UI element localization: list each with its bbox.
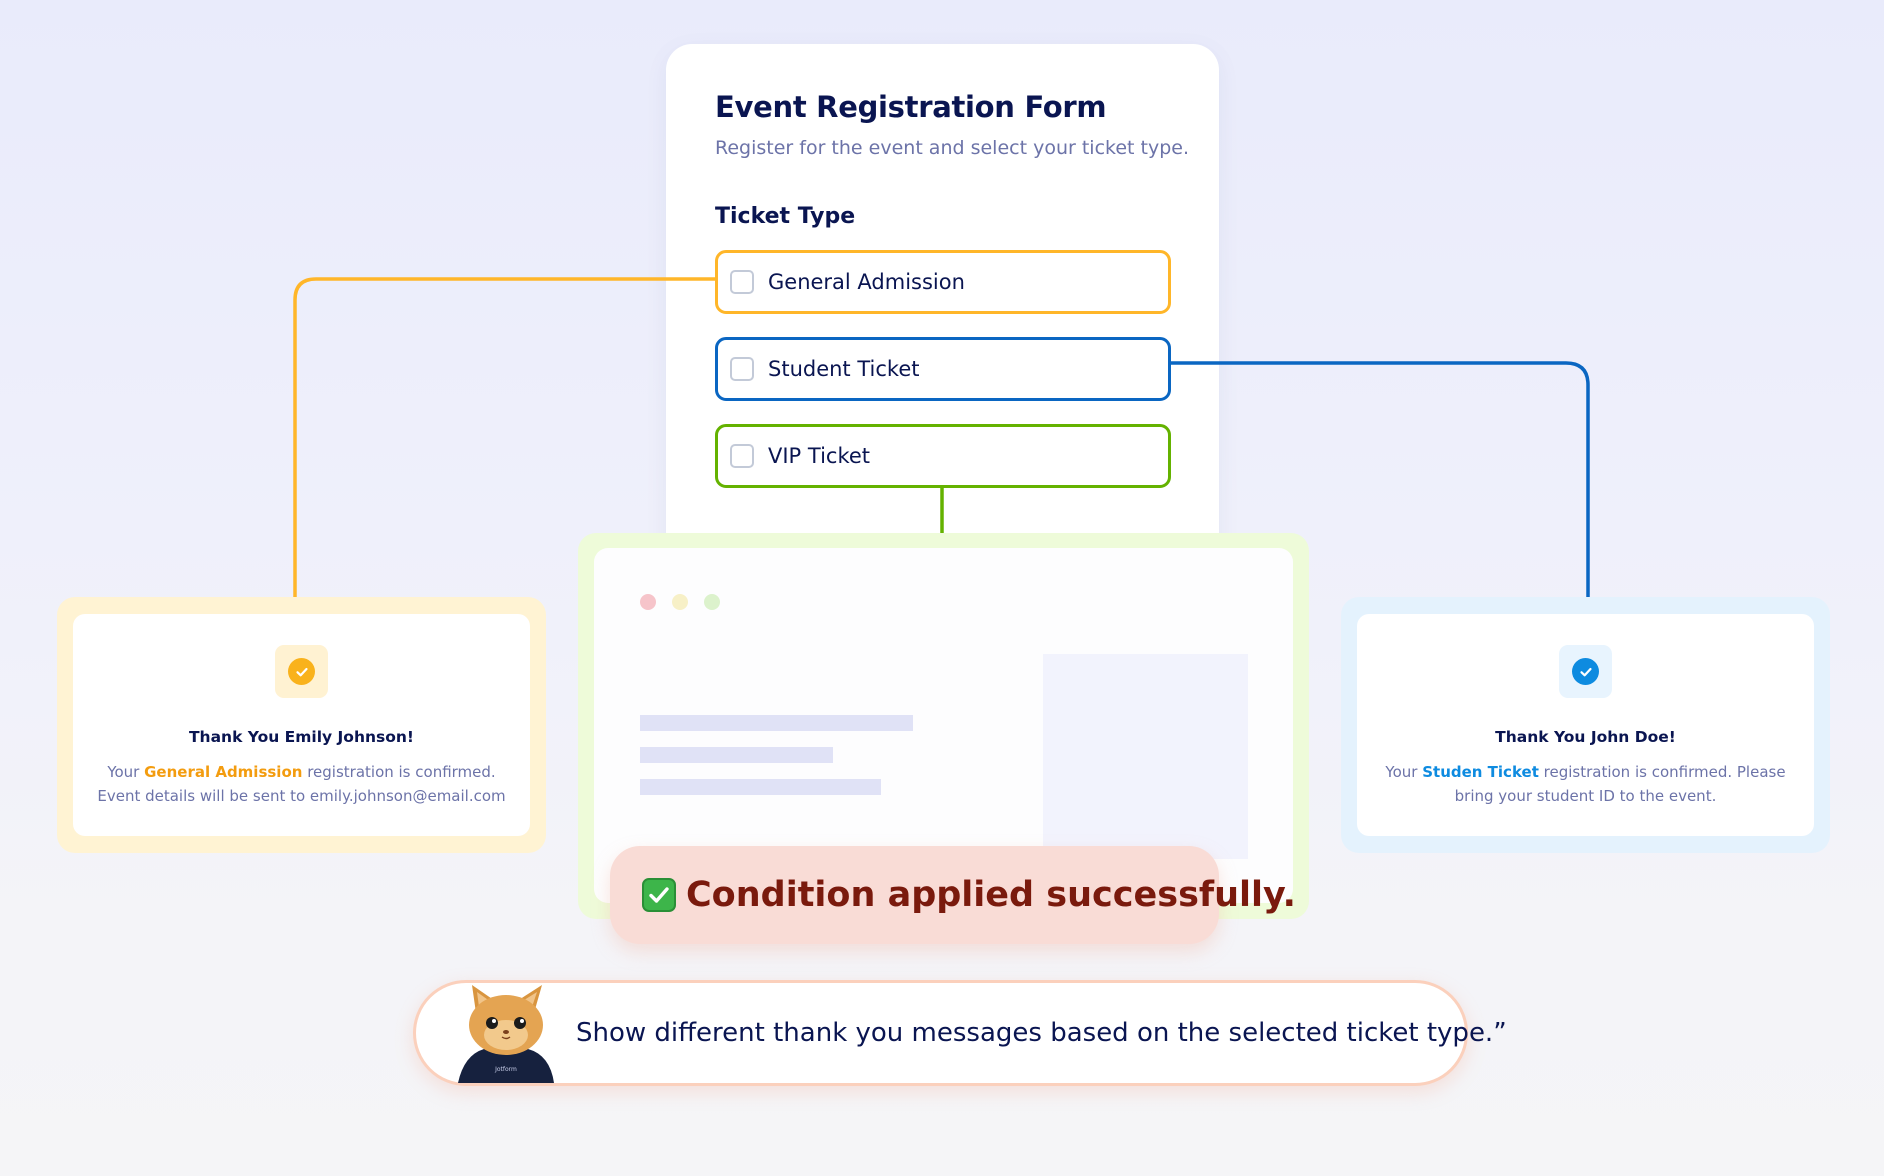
check-circle-icon [1572, 658, 1599, 685]
thank-you-title: Thank You Emily Johnson! [188, 728, 414, 746]
check-circle-icon [288, 658, 315, 685]
ticket-type-highlight: Studen Ticket [1422, 763, 1539, 781]
placeholder-text-line [640, 747, 833, 763]
window-minimize-dot-icon [672, 594, 688, 610]
message-line-2: bring your student ID to the event. [1454, 787, 1717, 805]
form-subtitle: Register for the event and select your t… [715, 137, 1190, 159]
podo-mascot-avatar: Jotform [458, 985, 554, 1083]
message-prefix: Your [1385, 763, 1423, 781]
thank-you-card-general: Thank You Emily Johnson! Your General Ad… [57, 597, 546, 853]
general-admission-checkbox[interactable] [730, 270, 754, 294]
vip-ticket-checkbox[interactable] [730, 444, 754, 468]
prompt-text: Show different thank you messages based … [576, 1018, 1507, 1048]
placeholder-text-line [640, 779, 881, 795]
message-suffix: registration is confirmed. Please [1538, 763, 1786, 781]
placeholder-text-line [640, 715, 913, 731]
message-line-2: Event details will be sent to emily.john… [97, 787, 506, 805]
option-general-admission[interactable]: General Admission [715, 250, 1171, 314]
message-prefix: Your [107, 763, 145, 781]
option-label: General Admission [768, 270, 965, 294]
thank-you-message: Your General Admission registration is c… [73, 760, 530, 808]
form-title: Event Registration Form [715, 90, 1107, 124]
window-close-dot-icon [640, 594, 656, 610]
option-label: VIP Ticket [768, 444, 871, 468]
condition-success-toast: Condition applied successfully. [610, 846, 1296, 944]
placeholder-image-block [1043, 654, 1248, 859]
option-vip-ticket[interactable]: VIP Ticket [715, 424, 1171, 488]
mascot-shirt-text: Jotform [494, 1066, 517, 1073]
thank-you-title: Thank You John Doe! [1495, 728, 1676, 746]
thank-you-icon-box [1559, 645, 1612, 698]
toast-message: Condition applied successfully. [686, 875, 1296, 915]
thank-you-icon-box [275, 645, 328, 698]
ai-prompt-bubble: Jotform Show different thank you message… [413, 980, 1507, 1086]
window-maximize-dot-icon [704, 594, 720, 610]
ticket-type-highlight: General Admission [144, 763, 303, 781]
message-suffix: registration is confirmed. [302, 763, 496, 781]
student-ticket-checkbox[interactable] [730, 357, 754, 381]
ticket-type-label: Ticket Type [715, 204, 856, 229]
thank-you-card-body: Thank You John Doe! Your Studen Ticket r… [1357, 614, 1814, 836]
thank-you-card-body: Thank You Emily Johnson! Your General Ad… [73, 614, 530, 836]
check-mark-button-icon [642, 878, 676, 912]
event-registration-form-card: Event Registration Form Register for the… [666, 44, 1219, 564]
thank-you-card-student: Thank You John Doe! Your Studen Ticket r… [1341, 597, 1830, 853]
option-student-ticket[interactable]: Student Ticket [715, 337, 1171, 401]
thank-you-message: Your Studen Ticket registration is confi… [1357, 760, 1814, 808]
option-label: Student Ticket [768, 357, 920, 381]
